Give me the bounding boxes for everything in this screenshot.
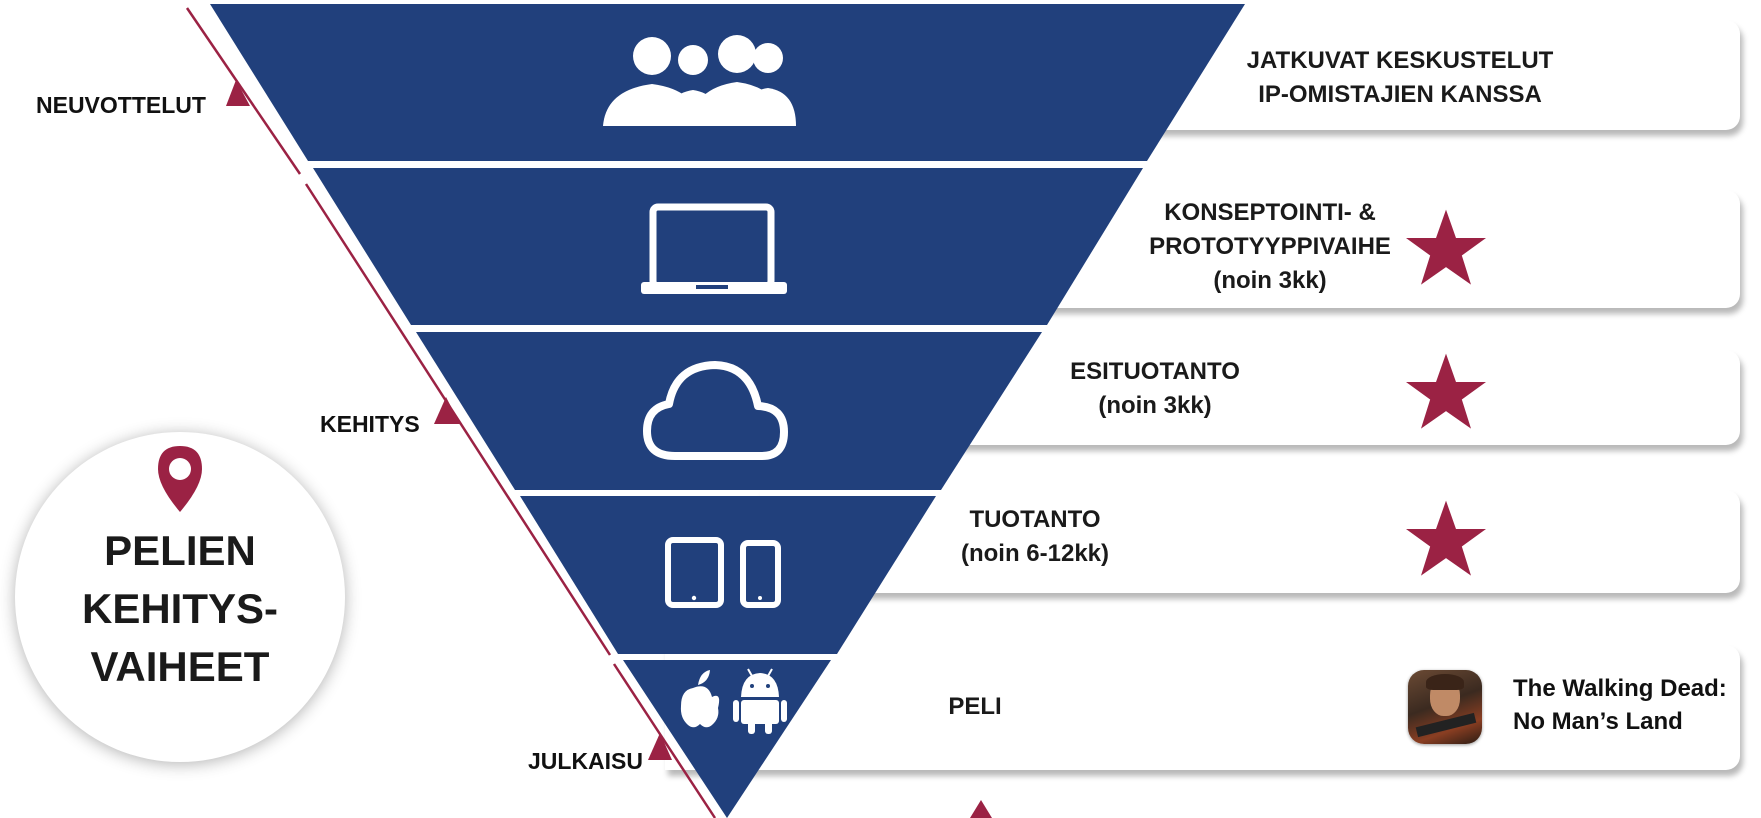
- phase-card-peli: [665, 645, 1740, 770]
- marker-neuvottelut: [226, 80, 250, 106]
- circle-title-line: KEHITYS-: [81, 585, 278, 632]
- funnel-band-5: [623, 660, 831, 818]
- phase-text-line: (noin 3kk): [1098, 392, 1212, 419]
- phase-text-line: PROTOTYYPPIVAIHE: [1149, 233, 1391, 260]
- side-label-julkaisu: JULKAISU: [528, 748, 644, 774]
- phase-text-line: ESITUOTANTO: [1070, 358, 1240, 385]
- timeline-line-segment: [304, 183, 612, 656]
- funnel-band-3: [416, 332, 1042, 490]
- phase-text-neuvottelut: JATKUVAT KESKUSTELUT IP-OMISTAJIEN KANSS…: [1220, 44, 1580, 112]
- phase-text-esituotanto: ESITUOTANTO (noin 3kk): [1010, 355, 1300, 423]
- game-title-line: The Walking Dead:: [1513, 675, 1727, 702]
- apple-icon: [680, 670, 720, 728]
- partial-star-icon: [970, 800, 992, 818]
- location-pin-icon: [158, 446, 202, 512]
- star-icon: [1406, 353, 1486, 429]
- phases-title-circle: PELIEN KEHITYS- VAIHEET: [15, 432, 345, 762]
- phase-text-line: JATKUVAT KESKUSTELUT: [1246, 47, 1554, 74]
- side-label-neuvottelut: NEUVOTTELUT: [36, 92, 206, 118]
- funnel-band-4: [520, 496, 936, 654]
- timeline-line-segment: [185, 7, 302, 175]
- phase-text-line: TUOTANTO: [969, 506, 1101, 533]
- funnel-band-1: [210, 4, 1245, 161]
- marker-julkaisu: [648, 733, 672, 760]
- phase-text-konseptointi: KONSEPTOINTI- & PROTOTYYPPIVAIHE (noin 3…: [1110, 196, 1430, 298]
- phase-text-line: KONSEPTOINTI- &: [1164, 199, 1376, 226]
- tablet-phone-icon: [665, 537, 781, 608]
- people-group-icon: [603, 35, 796, 126]
- circle-title-line: VAIHEET: [90, 643, 270, 690]
- star-icon: [1406, 209, 1486, 285]
- phase-text-tuotanto: TUOTANTO (noin 6-12kk): [900, 503, 1170, 571]
- star-icon: [1406, 500, 1486, 576]
- phase-text-line: IP-OMISTAJIEN KANSSA: [1258, 81, 1542, 108]
- game-title-line: No Man’s Land: [1513, 708, 1683, 735]
- circle-title: PELIEN KEHITYS- VAIHEET: [15, 522, 345, 696]
- circle-title-line: PELIEN: [104, 527, 256, 574]
- phase-text-line: (noin 6-12kk): [960, 540, 1110, 567]
- timeline-line-segment: [612, 663, 717, 818]
- funnel-band-2: [313, 168, 1143, 325]
- walking-dead-app-icon: [1408, 670, 1482, 744]
- side-label-kehitys: KEHITYS: [320, 411, 420, 437]
- marker-kehitys: [434, 397, 460, 424]
- phase-text-line: (noin 3kk): [1213, 267, 1327, 294]
- phase-text-line: PELI: [948, 693, 1002, 720]
- phase-text-peli: PELI: [900, 690, 1050, 724]
- laptop-icon: [641, 203, 787, 294]
- game-title: The Walking Dead: No Man’s Land: [1513, 672, 1743, 738]
- cloud-icon: [643, 361, 788, 460]
- android-icon: [733, 668, 787, 734]
